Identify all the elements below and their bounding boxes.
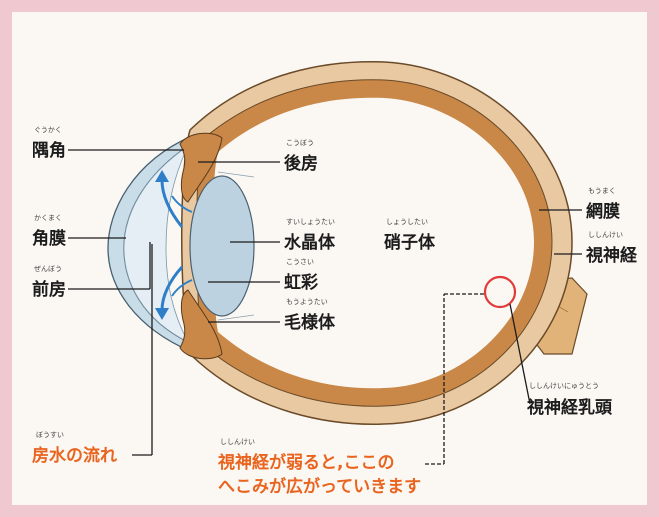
label-kakumaku-ruby: かくまく [34,214,62,222]
label-koubou-ruby: こうぼう [286,139,314,147]
label-moumaku-ruby: もうまく [588,187,616,195]
label-suishoutai-ruby: すいしょうたい [286,218,335,226]
label-nyuutou: 視神経乳頭 [526,397,613,418]
label-gukaku: 隅角 [32,140,66,161]
label-shoushitai: 硝子体 [384,232,436,253]
label-bousui: 房水の流れ [32,445,117,466]
anterior-chamber [123,144,189,343]
caption-line-1: 視神経が弱ると,ここの [217,452,394,473]
label-kakumaku: 角膜 [32,228,66,249]
label-nyuutou-ruby: ししんけいにゅうとう [529,382,599,390]
label-bousui-ruby: ぼうすい [36,431,64,439]
label-zenbou-ruby: ぜんぼう [34,265,62,273]
label-kousai-ruby: こうさい [286,258,314,266]
caption-ruby: ししんけい [220,438,255,446]
eye-cross-section-diagram: ぐうかく 隅角 かくまく 角膜 ぜんぼう 前房 こうぼう 後房 すいしょうたい … [32,61,638,497]
lens-shape [189,175,255,317]
aqueous-flow-arrows [155,170,193,320]
optic-disc-marker [483,275,517,309]
vitreous-body [212,97,534,389]
label-moyoutai: 毛様体 [284,312,336,333]
label-kousai: 虹彩 [284,273,318,293]
label-suishoutai: 水晶体 [284,232,336,253]
leader-lines [68,149,582,456]
label-moyoutai-ruby: もうようたい [286,298,328,306]
label-moumaku: 網膜 [586,201,620,222]
caption-pointer [425,293,485,465]
caption-line-2: へこみが広がっていきます [218,476,421,497]
lower-iris-ciliary [179,289,223,360]
label-shinkei-ruby: ししんけい [588,231,623,239]
label-zenbou: 前房 [32,279,66,300]
label-shinkei: 視神経 [585,245,638,266]
upper-iris-ciliary [179,132,223,203]
diagram-canvas: ぐうかく 隅角 かくまく 角膜 ぜんぼう 前房 こうぼう 後房 すいしょうたい … [12,12,647,505]
label-gukaku-ruby: ぐうかく [34,126,62,134]
label-koubou: 後房 [284,153,318,174]
label-shoushitai-ruby: しょうしたい [386,218,428,226]
